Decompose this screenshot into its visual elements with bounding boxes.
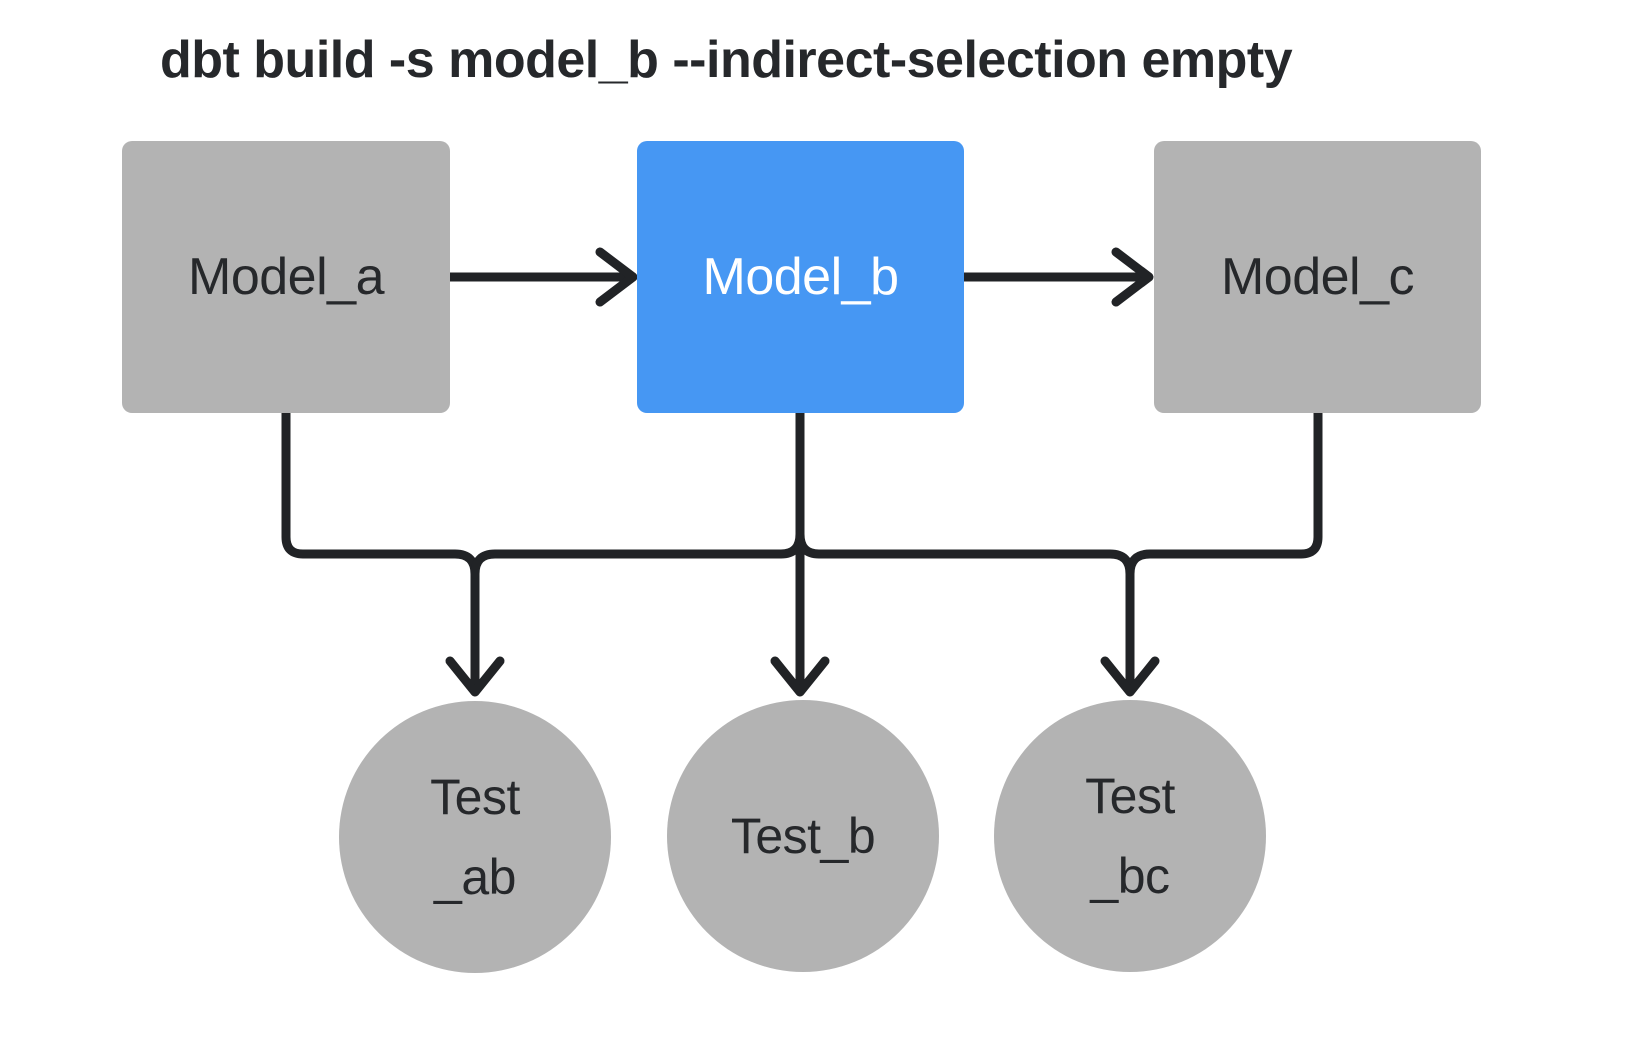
- node-model-c: Model_c: [1154, 141, 1481, 413]
- arrowhead-down-icon: [1100, 656, 1160, 697]
- node-label: Test _ab: [430, 769, 520, 905]
- edge-model-c-to-test-bc: [1125, 407, 1323, 579]
- edge-bus-right: [795, 529, 1135, 689]
- node-label: Test _bc: [1085, 768, 1175, 904]
- node-label: Model_b: [702, 248, 899, 306]
- arrowhead-right-icon: [1111, 247, 1154, 307]
- arrowhead-right-icon: [595, 247, 638, 307]
- arrowhead-down-icon: [770, 656, 830, 697]
- node-test-ab: Test _ab: [339, 701, 611, 973]
- node-label: Test_b: [730, 808, 876, 864]
- edge-bus-left: [470, 529, 805, 579]
- node-test-bc: Test _bc: [994, 700, 1266, 972]
- node-label: Model_a: [188, 248, 384, 306]
- node-label: Model_c: [1220, 248, 1415, 306]
- node-model-a: Model_a: [122, 141, 450, 413]
- edge-model-a-to-test-ab: [281, 408, 480, 689]
- node-test-b: Test_b: [667, 700, 939, 972]
- arrowhead-down-icon: [445, 656, 505, 697]
- page-title: dbt build -s model_b --indirect-selectio…: [160, 31, 1293, 89]
- node-model-b-selected: Model_b: [637, 141, 964, 413]
